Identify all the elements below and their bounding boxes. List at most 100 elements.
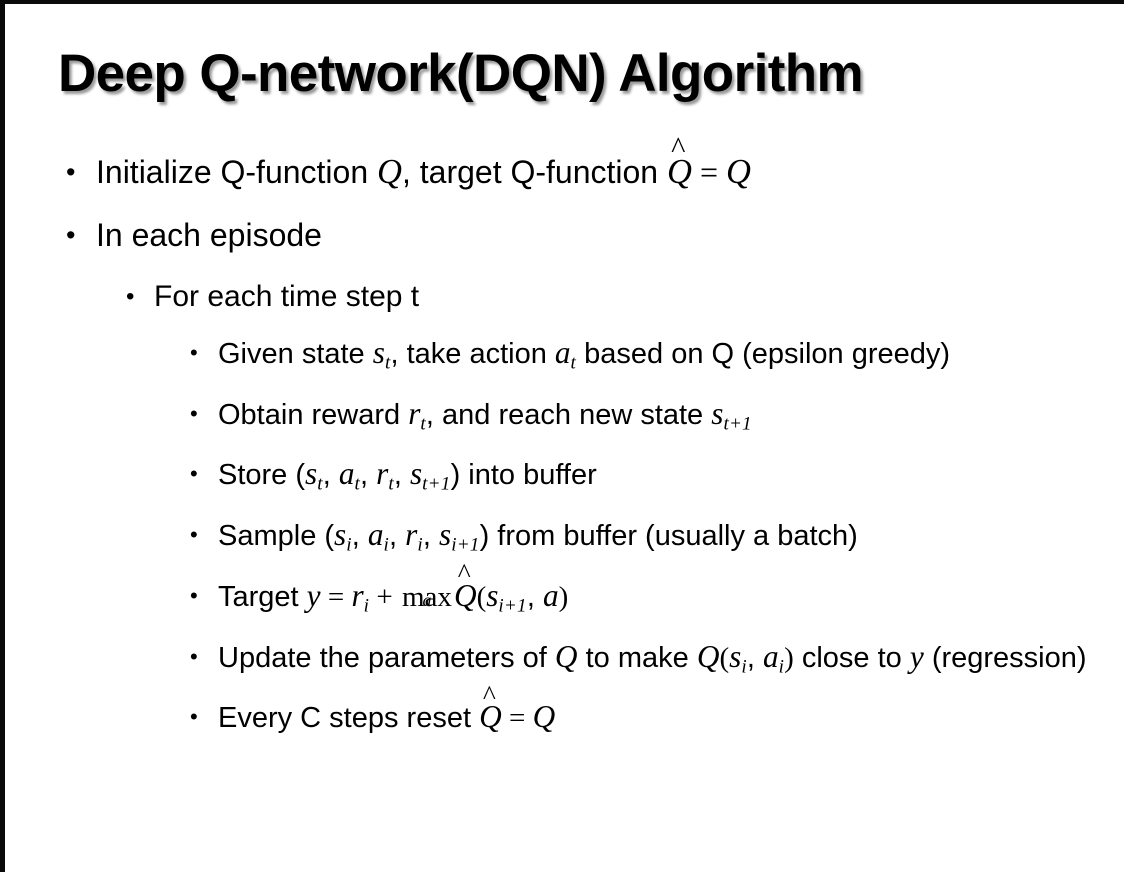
math-paren-open: ( (476, 580, 487, 613)
math-paren-open: ( (719, 641, 730, 674)
math-var-a: a (762, 638, 779, 674)
text-fragment: , (351, 520, 368, 553)
text-fragment: , (360, 459, 377, 492)
bullet-icon: • (190, 582, 198, 608)
math-var-y: y (909, 638, 924, 674)
text-fragment: , (322, 459, 339, 492)
math-paren-close: ) (784, 641, 794, 674)
text-fragment: , (393, 459, 410, 492)
math-sub-r: i (417, 534, 423, 556)
text-fragment: close to (793, 641, 910, 674)
math-sub-a: t (354, 474, 361, 496)
bullet-update-parameters-text: Update the parameters of Q to make Q(si,… (218, 634, 1098, 690)
math-var-qhat: ^Q (479, 681, 502, 741)
slide-title: Deep Q-network(DQN) Algorithm (58, 44, 864, 103)
bullet-icon: • (126, 283, 135, 310)
math-var-q2: Q (696, 638, 720, 674)
math-var-s1: s (334, 517, 347, 553)
math-equals: = (691, 154, 726, 190)
hat-accent-icon: ^ (671, 130, 686, 165)
slide-body-content: • Initialize Q-function Q, target Q-func… (0, 132, 1124, 746)
bullet-initialize-text: Initialize Q-function Q, target Q-functi… (96, 132, 1124, 197)
math-var-a: a (542, 577, 559, 613)
bullet-reset-target-network: • Every C steps reset ^Q = Q (0, 681, 1124, 741)
bullet-obtain-reward-text: Obtain reward rt, and reach new state st… (218, 391, 1098, 447)
bullet-in-each-episode-text: In each episode (96, 217, 322, 253)
math-var-s: s (711, 395, 724, 431)
math-var-r: r (351, 577, 364, 613)
hat-accent-icon: ^ (457, 557, 471, 589)
math-var-qhat: ^Q (453, 559, 477, 620)
math-var-s1: s (305, 456, 318, 492)
math-var-y: y (306, 577, 321, 613)
math-var-s: s (372, 335, 385, 370)
bullet-store-buffer-text: Store (st, at, rt, st+1) into buffer (218, 451, 1098, 507)
text-fragment: , (389, 520, 406, 553)
bullet-update-parameters: • Update the parameters of Q to make Q(s… (0, 634, 1124, 690)
bullet-initialize: • Initialize Q-function Q, target Q-func… (0, 132, 1124, 197)
text-fragment: ) from buffer (usually a batch) (479, 520, 858, 553)
bullet-for-each-time-step: • For each time step t (0, 274, 1124, 320)
text-fragment: , take action (390, 338, 555, 370)
math-var-s2: s (409, 456, 423, 492)
slide-left-edge (0, 0, 5, 872)
math-sub-s2: t+1 (422, 474, 451, 496)
math-sub-s: i (741, 656, 747, 678)
math-paren-close: ) (558, 580, 569, 613)
math-sub-a: i (778, 656, 785, 678)
math-plus: + (369, 580, 400, 613)
math-var-s: s (486, 577, 499, 613)
math-sub-s1: i (346, 534, 352, 556)
math-var-r: r (405, 517, 418, 553)
text-fragment: to make (577, 641, 697, 674)
math-var-s: s (729, 638, 742, 674)
text-fragment: Store ( (218, 459, 306, 492)
bullet-given-state-text: Given state st, take action at based on … (218, 330, 1098, 386)
bullet-icon: • (190, 400, 198, 426)
hat-accent-icon: ^ (482, 678, 496, 710)
bullet-sample-buffer-text: Sample (si, ai, ri, si+1) from buffer (u… (218, 512, 1098, 568)
text-fragment: Obtain reward (218, 398, 409, 431)
bullet-store-buffer: • Store (st, at, rt, st+1) into buffer (0, 451, 1124, 507)
math-var-a: a (338, 456, 355, 492)
math-sub-s: t (384, 352, 391, 374)
math-var-r: r (408, 395, 421, 431)
math-sub-r: t (420, 413, 426, 435)
bullet-icon: • (190, 522, 198, 548)
bullet-icon: • (66, 157, 76, 187)
text-fragment: Every C steps reset (218, 702, 480, 735)
math-var-qhat-base: Q (453, 577, 477, 613)
bullet-in-each-episode: • In each episode (0, 211, 1124, 260)
text-fragment: Update the parameters of (218, 641, 555, 674)
math-max-label: max (402, 580, 452, 613)
bullet-icon: • (190, 461, 198, 487)
bullet-icon: • (66, 220, 76, 250)
bullet-sample-buffer: • Sample (si, ai, ri, si+1) from buffer … (0, 512, 1124, 568)
bullet-icon: • (190, 643, 198, 669)
math-equals: = (320, 580, 352, 613)
math-var-q: Q (532, 699, 556, 735)
slide-top-edge (0, 0, 1124, 4)
text-fragment: (regression) (923, 641, 1087, 674)
text-fragment: based on Q (epsilon greedy) (576, 338, 951, 370)
text-fragment: , (526, 580, 543, 613)
bullet-for-each-time-step-text: For each time step t (154, 280, 420, 313)
math-sub-a: t (570, 352, 577, 374)
math-sub-s2: i+1 (451, 534, 480, 556)
text-fragment: Initialize Q-function (96, 154, 378, 190)
text-fragment: Target (218, 580, 307, 613)
text-fragment: , (422, 520, 439, 553)
text-fragment: , and reach new state (425, 398, 712, 431)
math-equals: = (501, 702, 533, 735)
math-sub-s1: t (317, 474, 323, 496)
math-var-q2: Q (725, 153, 751, 191)
math-var-qhat-base: Q (479, 699, 502, 735)
math-max-limit: a (422, 590, 432, 611)
math-sub-s: i+1 (498, 595, 527, 617)
math-sub-r: t (388, 474, 394, 496)
math-sub-s: t+1 (723, 413, 752, 435)
